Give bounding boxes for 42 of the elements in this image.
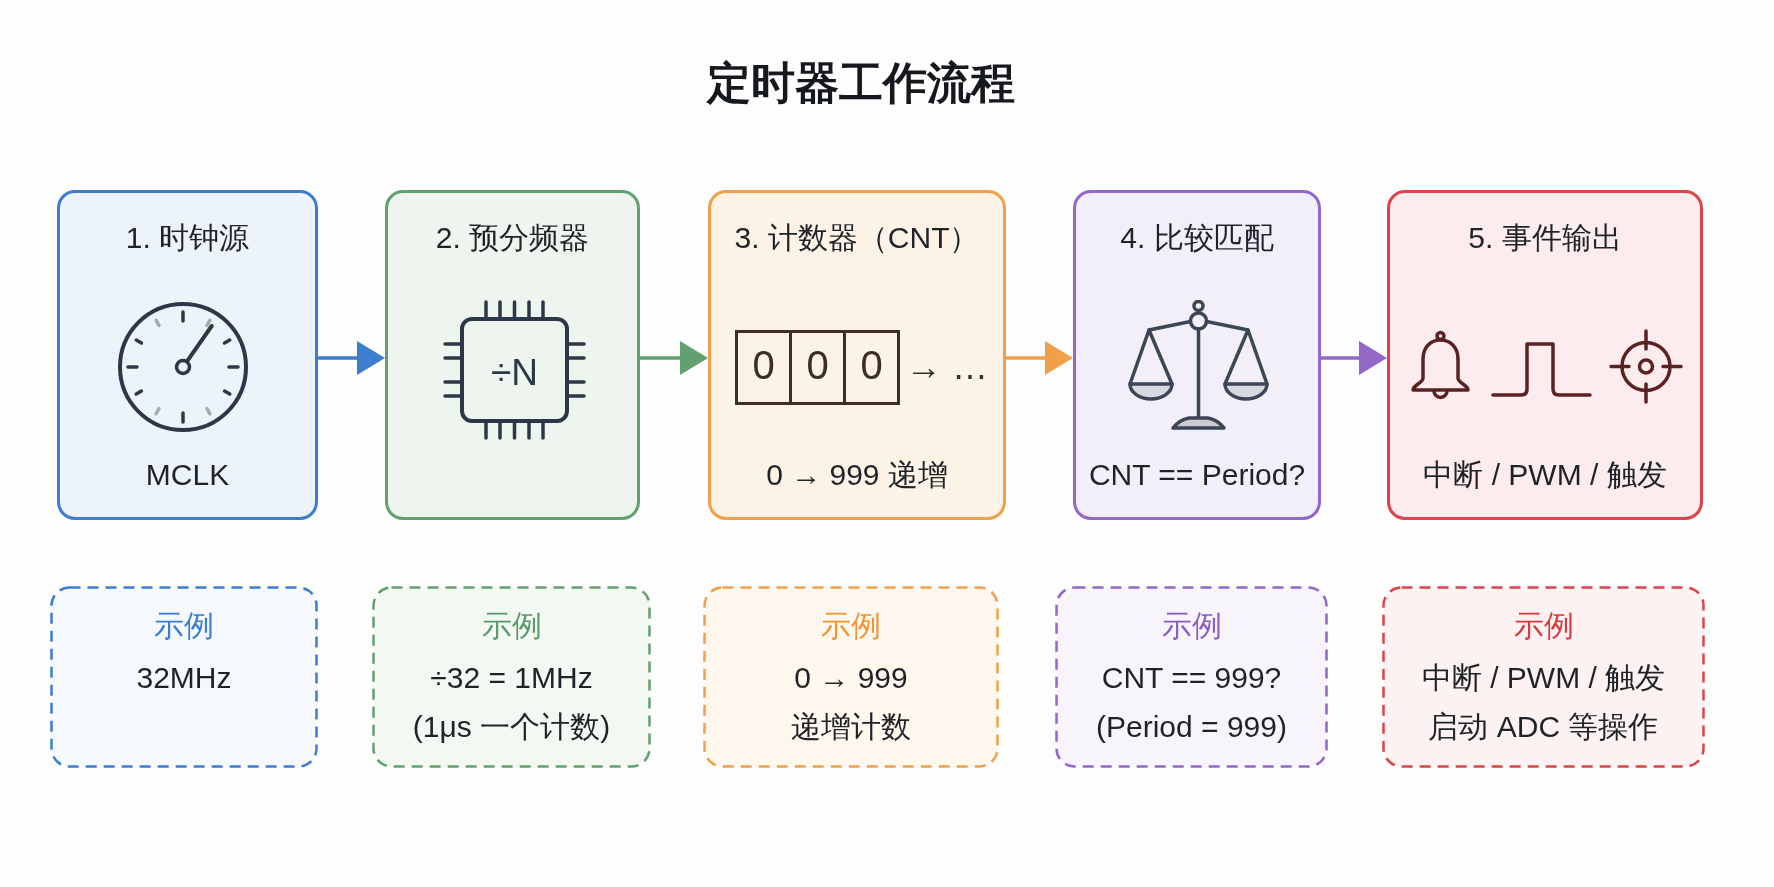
example-text: 递增计数 bbox=[790, 709, 912, 745]
example-heading: 示例 bbox=[153, 608, 215, 644]
title: 定时器工作流程 bbox=[705, 56, 1016, 109]
process-box bbox=[57, 190, 318, 520]
arrow bbox=[1006, 341, 1073, 375]
process-box bbox=[1073, 190, 1321, 520]
arrow bbox=[1321, 341, 1387, 375]
arrow bbox=[640, 341, 708, 375]
example-text: (Period = 999) bbox=[1095, 709, 1288, 745]
step-title: 5. 事件输出 bbox=[1467, 220, 1623, 256]
process-box bbox=[708, 190, 1006, 520]
example-heading: 示例 bbox=[1512, 608, 1575, 644]
step-title: 2. 预分频器 bbox=[434, 220, 591, 256]
step-title: 3. 计数器（CNT） bbox=[733, 220, 981, 256]
continuation-text: → … bbox=[905, 345, 989, 389]
example-text: CNT == 999? bbox=[1100, 660, 1283, 696]
step-title: 4. 比较匹配 bbox=[1119, 220, 1275, 256]
digit-cell: 0 bbox=[789, 330, 846, 405]
step-label: 中断 / PWM / 触发 bbox=[1422, 457, 1668, 493]
example-heading: 示例 bbox=[1160, 608, 1223, 644]
example-text: ÷32 = 1MHz bbox=[429, 660, 594, 696]
process-box bbox=[1387, 190, 1703, 520]
example-box bbox=[703, 586, 999, 768]
example-text: 32MHz bbox=[135, 660, 233, 696]
example-text: 0 → 999 bbox=[793, 660, 909, 696]
example-text: 启动 ADC 等操作 bbox=[1427, 709, 1660, 745]
arrow bbox=[318, 341, 385, 375]
example-heading: 示例 bbox=[480, 608, 543, 644]
step-label: 0 → 999 递增 bbox=[765, 457, 949, 493]
example-box bbox=[1382, 586, 1705, 768]
digit-cell: 0 bbox=[843, 330, 900, 405]
step-label: MCLK bbox=[144, 457, 231, 493]
example-box bbox=[50, 586, 318, 768]
step-label: CNT == Period? bbox=[1087, 457, 1307, 493]
example-box bbox=[1055, 586, 1328, 768]
digit-cell: 0 bbox=[735, 330, 792, 405]
step-title: 1. 时钟源 bbox=[124, 220, 251, 256]
example-text: (1μs 一个计数) bbox=[411, 709, 612, 745]
example-text: 中断 / PWM / 触发 bbox=[1420, 660, 1667, 696]
process-box bbox=[385, 190, 640, 520]
example-box bbox=[372, 586, 651, 768]
example-heading: 示例 bbox=[820, 608, 882, 644]
